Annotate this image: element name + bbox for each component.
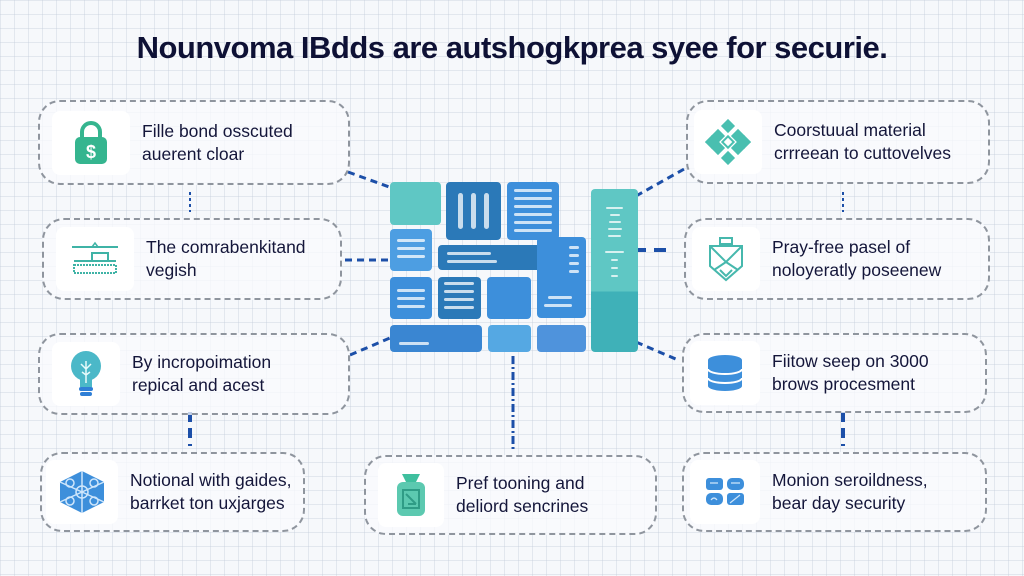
diagram-title: Nounvoma IBdds are autshogkprea syee for… — [136, 30, 888, 65]
card-left-2[interactable]: The comrabenkitand vegish — [42, 218, 342, 300]
database-icon — [707, 355, 743, 391]
building-rails-icon — [72, 241, 118, 274]
card-right-1[interactable]: Coorstuual material crrreean to cuttovel… — [686, 100, 990, 184]
card-text: Coorstuual material crrreean to cuttovel… — [774, 120, 952, 163]
block-bottom-right — [537, 325, 586, 352]
block-tall-teal — [591, 189, 638, 352]
jar-icon — [397, 474, 425, 516]
hexagon-cluster-icon — [59, 471, 105, 513]
block-bottom-wide — [390, 325, 482, 352]
card-left-1[interactable]: $ Fille bond osscuted auerent cloar — [38, 100, 350, 185]
card-left-4[interactable]: Notional with gaides, barrket ton uxjarg… — [40, 452, 305, 532]
block-square-mid — [487, 277, 531, 319]
card-text: The comrabenkitand vegish — [146, 237, 306, 280]
block-list-mid — [438, 277, 481, 319]
card-text: Pray-free pasel of noloyeratly poseenew — [772, 237, 942, 280]
card-text: Fille bond osscuted auerent cloar — [142, 120, 293, 164]
svg-text:$: $ — [86, 142, 96, 162]
card-text: Fiitow seep on 3000 brows procesment — [772, 351, 929, 394]
block-columns — [446, 182, 501, 240]
card-right-4[interactable]: Monion seroildness, bear day security — [682, 452, 987, 532]
block-l-shape — [537, 237, 586, 318]
block-bottom-mid — [488, 325, 531, 352]
block-list-mid-left — [390, 277, 432, 319]
card-right-3[interactable]: Fiitow seep on 3000 brows procesment — [682, 333, 987, 413]
card-right-2[interactable]: Pray-free pasel of noloyeratly poseenew — [684, 218, 990, 300]
card-text: Notional with gaides, barrket ton uxjarg… — [130, 470, 292, 513]
central-architecture-block — [370, 170, 660, 360]
card-text: By incropoimation repical and acest — [132, 352, 272, 395]
block-list-left — [390, 229, 432, 271]
shield-emblem-icon — [709, 237, 743, 282]
diamond-pattern-icon — [705, 119, 751, 165]
card-left-3[interactable]: By incropoimation repical and acest — [38, 333, 350, 415]
block-teal-top-left — [390, 182, 441, 225]
lock-dollar-icon: $ — [75, 120, 107, 164]
card-text: Pref tooning and deliord sencrines — [456, 473, 589, 516]
tiles-grid-icon — [706, 478, 744, 505]
block-list-top — [507, 182, 559, 240]
card-text: Monion seroildness, bear day security — [772, 470, 928, 513]
lightbulb-icon — [71, 351, 101, 396]
card-bottom-center[interactable]: Pref tooning and deliord sencrines — [364, 455, 657, 535]
